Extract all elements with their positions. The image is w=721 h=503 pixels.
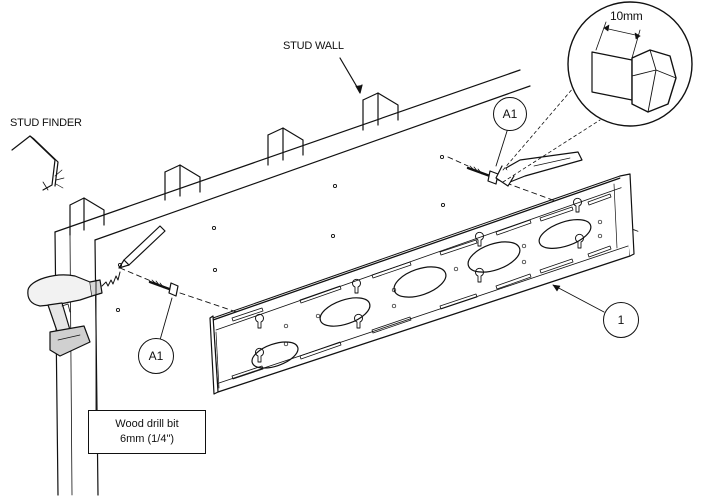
stud-4 [362,92,399,131]
callout-a1-lower: A1 [138,338,174,374]
pilot-holes [115,154,446,313]
drill-icon [27,271,121,357]
wall-top-edge [54,69,521,233]
wall-top-back-edge [94,85,531,241]
drill-note-line1: Wood drill bit [115,418,179,430]
detail-leader-2 [502,119,601,183]
detail-leader-1 [502,79,581,171]
bracket-slot-oval [467,241,521,273]
callout-leader-upper [495,127,509,167]
bracket-slot-oval [393,266,447,298]
drill-note-line2: 6mm (1/4") [119,433,175,445]
stud-1 [69,197,105,236]
stud-finder-label: STUD FINDER [10,117,82,129]
wall-left-inner-edge [94,239,99,496]
bolt-head-detail [567,1,693,127]
lag-bolt-upper [466,165,499,185]
wrench-icon [495,151,583,187]
callout-bracket: 1 [603,302,639,338]
bracket-slot-oval [251,341,299,369]
mounting-bracket [209,173,635,395]
bracket-slot-oval [319,297,371,327]
callout-leader-lower [159,297,173,341]
stud-wall-label: STUD WALL [283,40,344,52]
stud-wall-arrow [355,84,363,94]
stud-finder-icon [11,135,65,191]
callout-leader-bracket [552,284,605,313]
dimension-label: 10mm [610,9,643,23]
stud-3 [267,127,304,166]
bracket-slot-oval [538,219,592,249]
stud-2 [164,164,201,201]
wall-left-edge [54,231,59,496]
drill-bit-note: Wood drill bit 6mm (1/4") [88,410,206,454]
callout-a1-upper: A1 [493,97,527,131]
pencil-icon [118,225,166,269]
wall-corner-line [69,234,73,496]
